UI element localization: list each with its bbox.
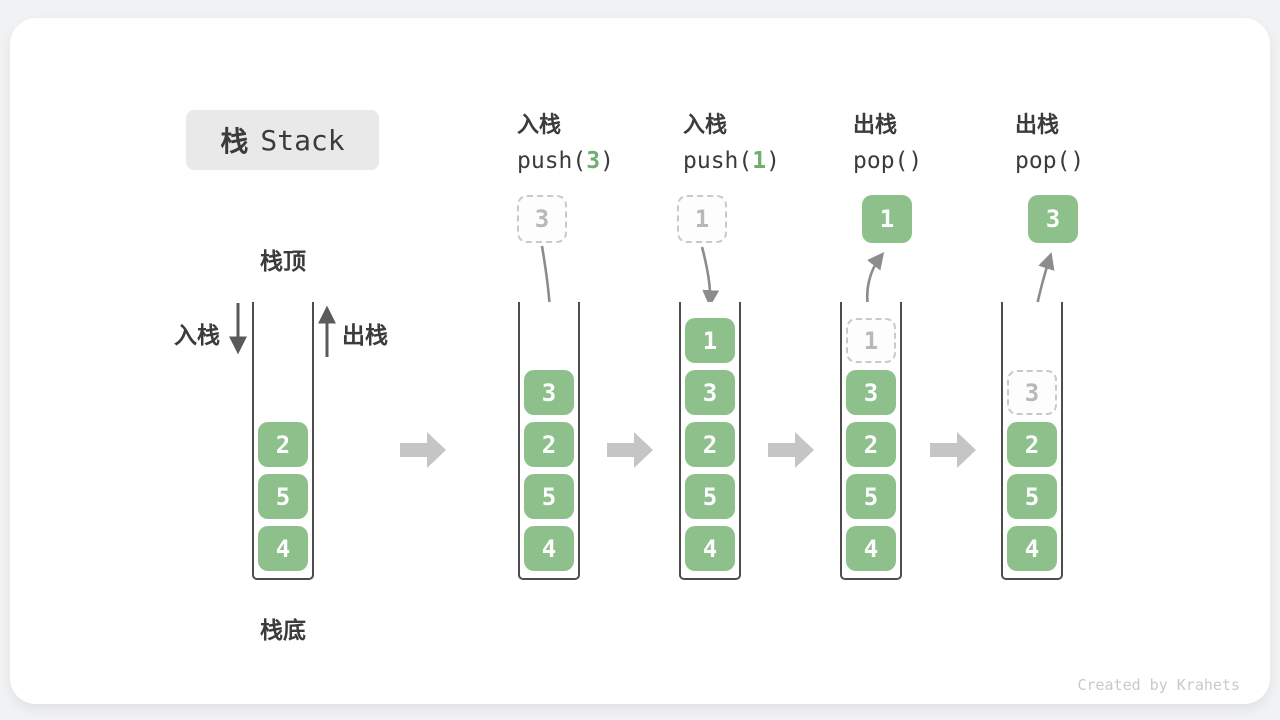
op-name: 出栈 xyxy=(853,112,898,137)
op-code: push(3) xyxy=(517,148,614,174)
footer-credit: Created by Krahets xyxy=(1077,676,1240,694)
code-pre: push( xyxy=(517,148,587,174)
code-pre: pop( xyxy=(853,148,909,174)
stack-state-initial: 2 5 4 xyxy=(252,302,314,580)
title-zh: 栈 xyxy=(220,126,249,157)
stack-element: 2 xyxy=(685,422,735,467)
op-code: pop() xyxy=(853,148,922,174)
title-en: Stack xyxy=(260,123,345,157)
op-name: 出栈 xyxy=(1015,112,1060,137)
moved-value-box-pop1: 1 xyxy=(862,195,912,243)
stack-element: 5 xyxy=(524,474,574,519)
stack-state-after-pop3: 3 2 5 4 xyxy=(1001,302,1063,580)
stack-element-ghost: 1 xyxy=(846,318,896,363)
code-pre: push( xyxy=(683,148,753,174)
stack-element: 3 xyxy=(685,370,735,415)
op-header-pop1: 出栈 pop() xyxy=(853,107,922,174)
code-post: ) xyxy=(1070,148,1085,174)
stack-element: 2 xyxy=(258,422,308,467)
code-arg: 3 xyxy=(586,148,601,174)
stack-element: 5 xyxy=(1007,474,1057,519)
pop-arrow-label: 出栈 xyxy=(342,322,388,348)
stack-element: 5 xyxy=(258,474,308,519)
stack-element: 5 xyxy=(685,474,735,519)
stack-state-after-pop1: 1 3 2 5 4 xyxy=(840,302,902,580)
op-name: 入栈 xyxy=(683,112,728,137)
diagram-title: 栈 Stack xyxy=(186,110,379,170)
op-header-pop3: 出栈 pop() xyxy=(1015,107,1084,174)
stack-element: 2 xyxy=(1007,422,1057,467)
stack-top-label: 栈顶 xyxy=(260,248,306,274)
stack-element: 4 xyxy=(258,526,308,571)
code-post: ) xyxy=(600,148,614,174)
moved-value-box-push3: 3 xyxy=(517,195,567,243)
stack-bottom-label: 栈底 xyxy=(260,617,306,643)
stack-element: 2 xyxy=(524,422,574,467)
stack-element: 2 xyxy=(846,422,896,467)
stack-element: 5 xyxy=(846,474,896,519)
stack-element: 4 xyxy=(1007,526,1057,571)
code-post: ) xyxy=(908,148,923,174)
op-code: pop() xyxy=(1015,148,1084,174)
stack-element: 4 xyxy=(685,526,735,571)
stack-state-after-push1: 1 3 2 5 4 xyxy=(679,302,741,580)
op-name: 入栈 xyxy=(517,112,562,137)
op-code: push(1) xyxy=(683,148,780,174)
push-arrow-label: 入栈 xyxy=(174,322,220,348)
stack-element: 3 xyxy=(524,370,574,415)
code-pre: pop( xyxy=(1015,148,1071,174)
moved-value-box-push1: 1 xyxy=(677,195,727,243)
stack-element: 1 xyxy=(685,318,735,363)
code-post: ) xyxy=(766,148,780,174)
stack-element: 3 xyxy=(846,370,896,415)
stack-state-after-push3: 3 2 5 4 xyxy=(518,302,580,580)
op-header-push1: 入栈 push(1) xyxy=(683,107,780,174)
op-header-push3: 入栈 push(3) xyxy=(517,107,614,174)
moved-value-box-pop3: 3 xyxy=(1028,195,1078,243)
code-arg: 1 xyxy=(752,148,767,174)
stack-element: 4 xyxy=(524,526,574,571)
stack-element-ghost: 3 xyxy=(1007,370,1057,415)
stack-element: 4 xyxy=(846,526,896,571)
